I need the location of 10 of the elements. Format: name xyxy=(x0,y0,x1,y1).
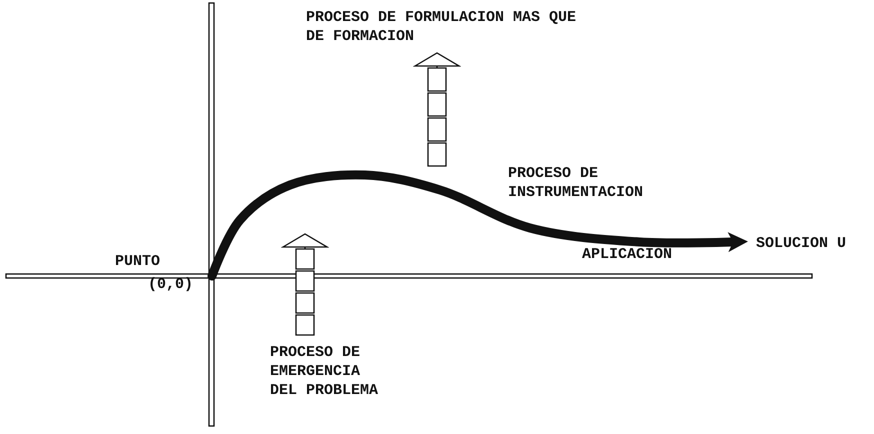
process-label: PROCESO DE INSTRUMENTACION xyxy=(508,164,644,202)
axis-label: SOLUCION U xyxy=(756,234,846,253)
axis-label: (0,0) xyxy=(148,275,194,294)
process-label: PROCESO DE EMERGENCIA DEL PROBLEMA xyxy=(270,343,380,400)
block-arrow xyxy=(282,233,328,336)
axis-label: PUNTO xyxy=(115,252,160,271)
process-label: APLICACION xyxy=(582,245,674,264)
block-arrow xyxy=(414,52,460,167)
curve-arrow xyxy=(208,170,748,280)
process-label: PROCESO DE FORMULACION MAS QUE DE FORMACION xyxy=(306,8,578,46)
